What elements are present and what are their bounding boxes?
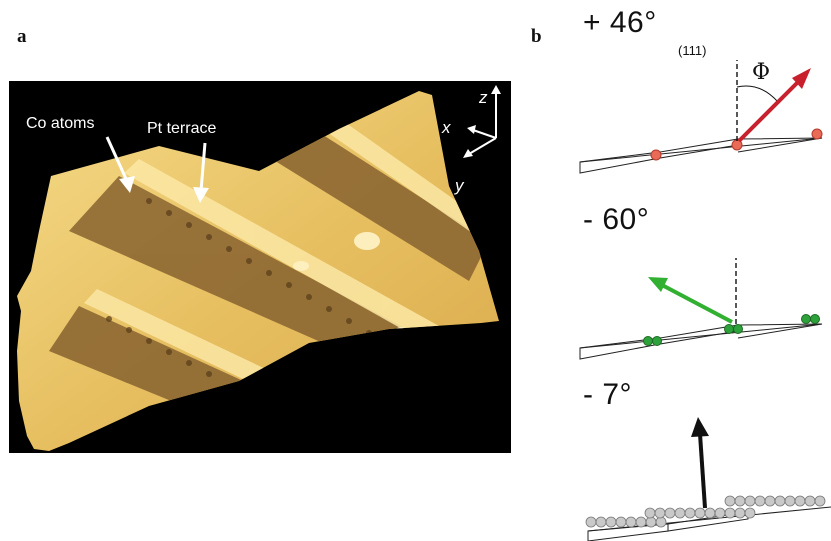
angle-label-pairs: - 60° xyxy=(583,203,650,236)
angle-label-single-atoms: + 46° xyxy=(583,6,657,39)
co-atom xyxy=(652,336,662,346)
pair-step xyxy=(579,258,823,360)
co-atom xyxy=(724,324,734,334)
pt-terrace-pointer xyxy=(199,142,207,192)
arrow-head-black xyxy=(691,417,709,437)
co-atom xyxy=(650,149,662,161)
co-atoms-label: Co atoms xyxy=(26,115,95,132)
phi-angle-arc xyxy=(736,85,779,103)
stm-surface xyxy=(17,85,501,451)
magnetization-arrow-black xyxy=(698,433,707,509)
miller-index-label: (111) xyxy=(678,43,707,58)
magnetization-schematic xyxy=(579,60,831,541)
co-atoms-pointer xyxy=(105,136,129,182)
arrow-head-red xyxy=(792,68,811,89)
co-atom xyxy=(811,128,823,140)
monolayer-step xyxy=(585,417,831,541)
x-axis-label: x xyxy=(442,118,451,137)
magnetization-arrow-green xyxy=(661,283,733,324)
co-atom xyxy=(810,314,820,324)
phi-symbol: Φ xyxy=(752,60,771,85)
co-monolayer xyxy=(585,495,826,528)
stm-image: Co atoms Pt terrace z x y xyxy=(9,81,511,453)
single-atom-step xyxy=(579,60,823,174)
panel-label-b: b xyxy=(531,26,542,47)
z-axis-label: z xyxy=(479,88,488,107)
co-atom xyxy=(643,336,653,346)
arrow-head-green xyxy=(648,277,668,292)
magnetization-arrow-red xyxy=(737,78,802,143)
panel-label-a: a xyxy=(17,26,27,47)
co-atom xyxy=(801,314,811,324)
axis-tripod xyxy=(463,85,501,158)
angle-label-monolayer: - 7° xyxy=(583,378,633,411)
y-axis-label: y xyxy=(455,176,464,195)
pt-terrace-label: Pt terrace xyxy=(147,120,217,137)
co-atom xyxy=(733,324,743,334)
